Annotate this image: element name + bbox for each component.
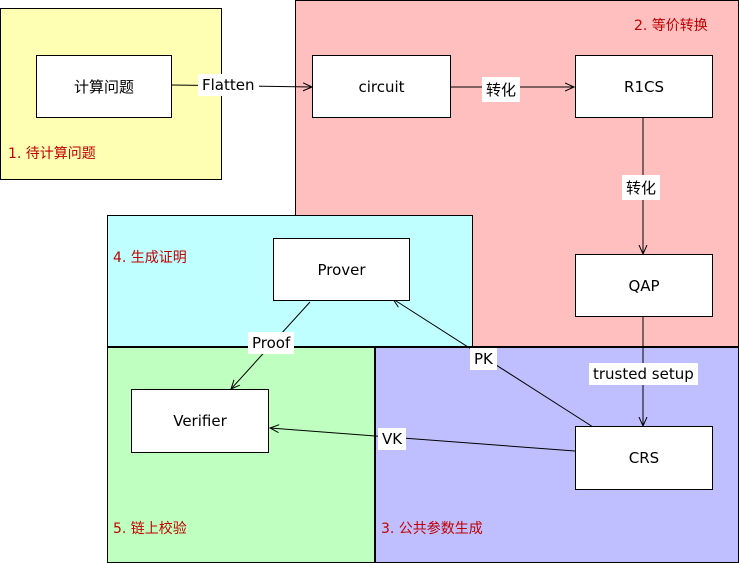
node-crs: CRS (575, 426, 713, 490)
region-label-prove: 4. 生成证明 (113, 250, 187, 266)
region-label-problem: 1. 待计算问题 (8, 146, 96, 162)
region-verify (107, 347, 375, 563)
node-qap: QAP (575, 254, 713, 317)
node-problem: 计算问题 (36, 55, 172, 118)
edge-label-trusted-setup: trusted setup (589, 363, 698, 385)
edge-label-proof: Proof (248, 332, 295, 354)
region-label-setup: 3. 公共参数生成 (381, 521, 483, 537)
edge-label-vk: VK (378, 428, 407, 450)
edge-label-flatten: Flatten (198, 74, 259, 96)
edge-crs-verifier (270, 428, 576, 452)
node-r1cs: R1CS (575, 55, 713, 118)
edge-label-r1cs-qap: 转化 (622, 175, 661, 200)
region-label-transform: 2. 等价转换 (634, 18, 708, 34)
node-verifier: Verifier (131, 389, 269, 453)
node-prover: Prover (273, 238, 410, 301)
edge-label-circuit-r1cs: 转化 (482, 77, 521, 102)
node-circuit: circuit (312, 55, 451, 118)
edge-label-pk: PK (470, 348, 497, 370)
region-label-verify: 5. 链上校验 (113, 521, 187, 537)
